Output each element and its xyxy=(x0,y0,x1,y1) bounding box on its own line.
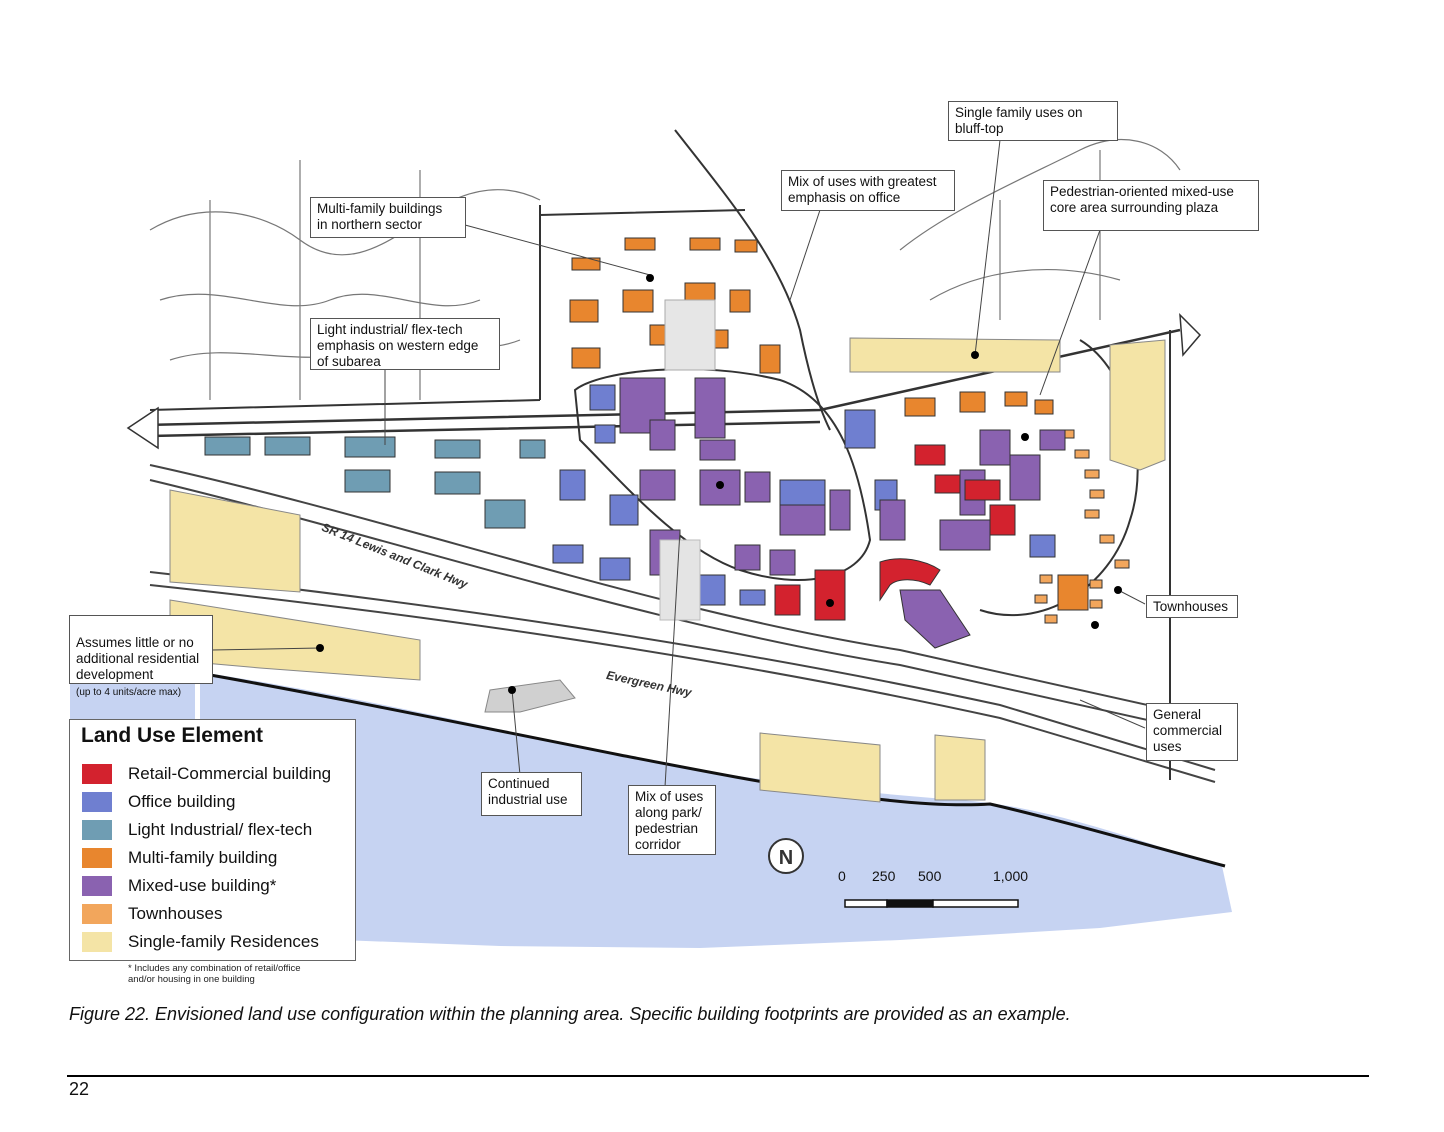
legend-swatch-office xyxy=(82,792,112,812)
callout-continued-industrial: Continued industrial use xyxy=(481,772,582,816)
callout-mix-park: Mix of uses along park/ pedestrian corri… xyxy=(628,785,716,855)
scale-label-500: 500 xyxy=(918,868,942,884)
figure-caption: Figure 22. Envisioned land use configura… xyxy=(69,1004,1071,1024)
callout-general-commercial: General commercial uses xyxy=(1146,703,1238,761)
legend-label-single-family: Single-family Residences xyxy=(128,932,319,951)
assumes-little-text: Assumes little or no additional resident… xyxy=(76,635,200,682)
industrial-site xyxy=(484,679,576,713)
legend-swatch-townhouses xyxy=(82,904,112,924)
legend-note: * Includes any combination of retail/off… xyxy=(128,963,301,985)
townhouse-block-center xyxy=(1057,574,1089,611)
legend-label-mixed-use: Mixed-use building* xyxy=(128,876,277,895)
north-road-west xyxy=(149,205,746,411)
mixed-use-buildings xyxy=(619,377,1066,649)
callout-assumes-little: Assumes little or no additional resident… xyxy=(69,615,213,698)
sf-west-large xyxy=(169,489,301,593)
sf-south-center xyxy=(759,732,881,803)
legend-item-light-industrial: Light Industrial/ flex-tech xyxy=(82,818,312,842)
north-arrow: N xyxy=(768,838,804,874)
callout-pedestrian-core: Pedestrian-oriented mixed-use core area … xyxy=(1043,180,1259,231)
legend-swatch-mixed-use xyxy=(82,876,112,896)
legend-item-mixed-use: Mixed-use building* xyxy=(82,874,276,898)
sf-south-east xyxy=(934,734,986,801)
legend-item-townhouses: Townhouses xyxy=(82,902,223,926)
leader-lines xyxy=(211,139,1146,788)
legend-swatch-light-industrial xyxy=(82,820,112,840)
legend-swatch-single-family xyxy=(82,932,112,952)
legend-label-office: Office building xyxy=(128,792,236,811)
legend-swatch-retail xyxy=(82,764,112,784)
legend: Land Use Element Retail-Commercial build… xyxy=(69,719,356,961)
legend-title: Land Use Element xyxy=(81,724,264,747)
callout-single-family-bluff: Single family uses on bluff-top xyxy=(948,101,1118,141)
legend-label-townhouses: Townhouses xyxy=(128,904,223,923)
footer-rule xyxy=(67,1075,1369,1077)
assumes-little-note: (up to 4 units/acre max) xyxy=(76,687,182,698)
multifamily-buildings xyxy=(569,237,1054,417)
legend-item-retail: Retail-Commercial building xyxy=(82,762,331,786)
legend-label-multifamily: Multi-family building xyxy=(128,848,278,867)
scale-label-1000: 1,000 xyxy=(993,868,1029,884)
retail-buildings xyxy=(774,444,1016,621)
sf-east-strip xyxy=(1109,339,1166,471)
townhouse-buildings xyxy=(1034,429,1130,624)
callout-light-industrial-west: Light industrial/ flex-tech emphasis on … xyxy=(310,318,500,370)
scale-label-0: 0 xyxy=(838,868,846,884)
legend-label-retail: Retail-Commercial building xyxy=(128,764,332,783)
legend-item-single-family: Single-family Residences xyxy=(82,930,319,954)
east-road-arrow xyxy=(1179,313,1202,357)
sr14-highway xyxy=(149,464,1216,783)
callout-mix-office: Mix of uses with greatest emphasis on of… xyxy=(781,170,955,211)
scale-bar xyxy=(844,899,1019,908)
callout-townhouses: Townhouses xyxy=(1146,595,1238,618)
north-arrow-label: N xyxy=(779,847,793,869)
west-road-arrow xyxy=(126,406,159,450)
office-buildings xyxy=(552,384,1056,606)
river xyxy=(200,672,1232,948)
sf-bluff-strip xyxy=(849,337,1061,373)
north-diagonal-road xyxy=(674,129,831,431)
central-plaza xyxy=(664,299,716,371)
callout-dots xyxy=(316,274,1122,694)
callout-multifamily-north: Multi-family buildings in northern secto… xyxy=(310,197,466,238)
scale-label-250: 250 xyxy=(872,868,896,884)
page-number: 22 xyxy=(69,1079,90,1099)
legend-item-office: Office building xyxy=(82,790,235,814)
legend-item-multifamily: Multi-family building xyxy=(82,846,277,870)
park-corridor xyxy=(659,539,701,621)
legend-label-light-industrial: Light Industrial/ flex-tech xyxy=(128,820,313,839)
light-industrial-buildings xyxy=(204,436,546,529)
legend-swatch-multifamily xyxy=(82,848,112,868)
ne-residential-streets xyxy=(899,139,1181,320)
